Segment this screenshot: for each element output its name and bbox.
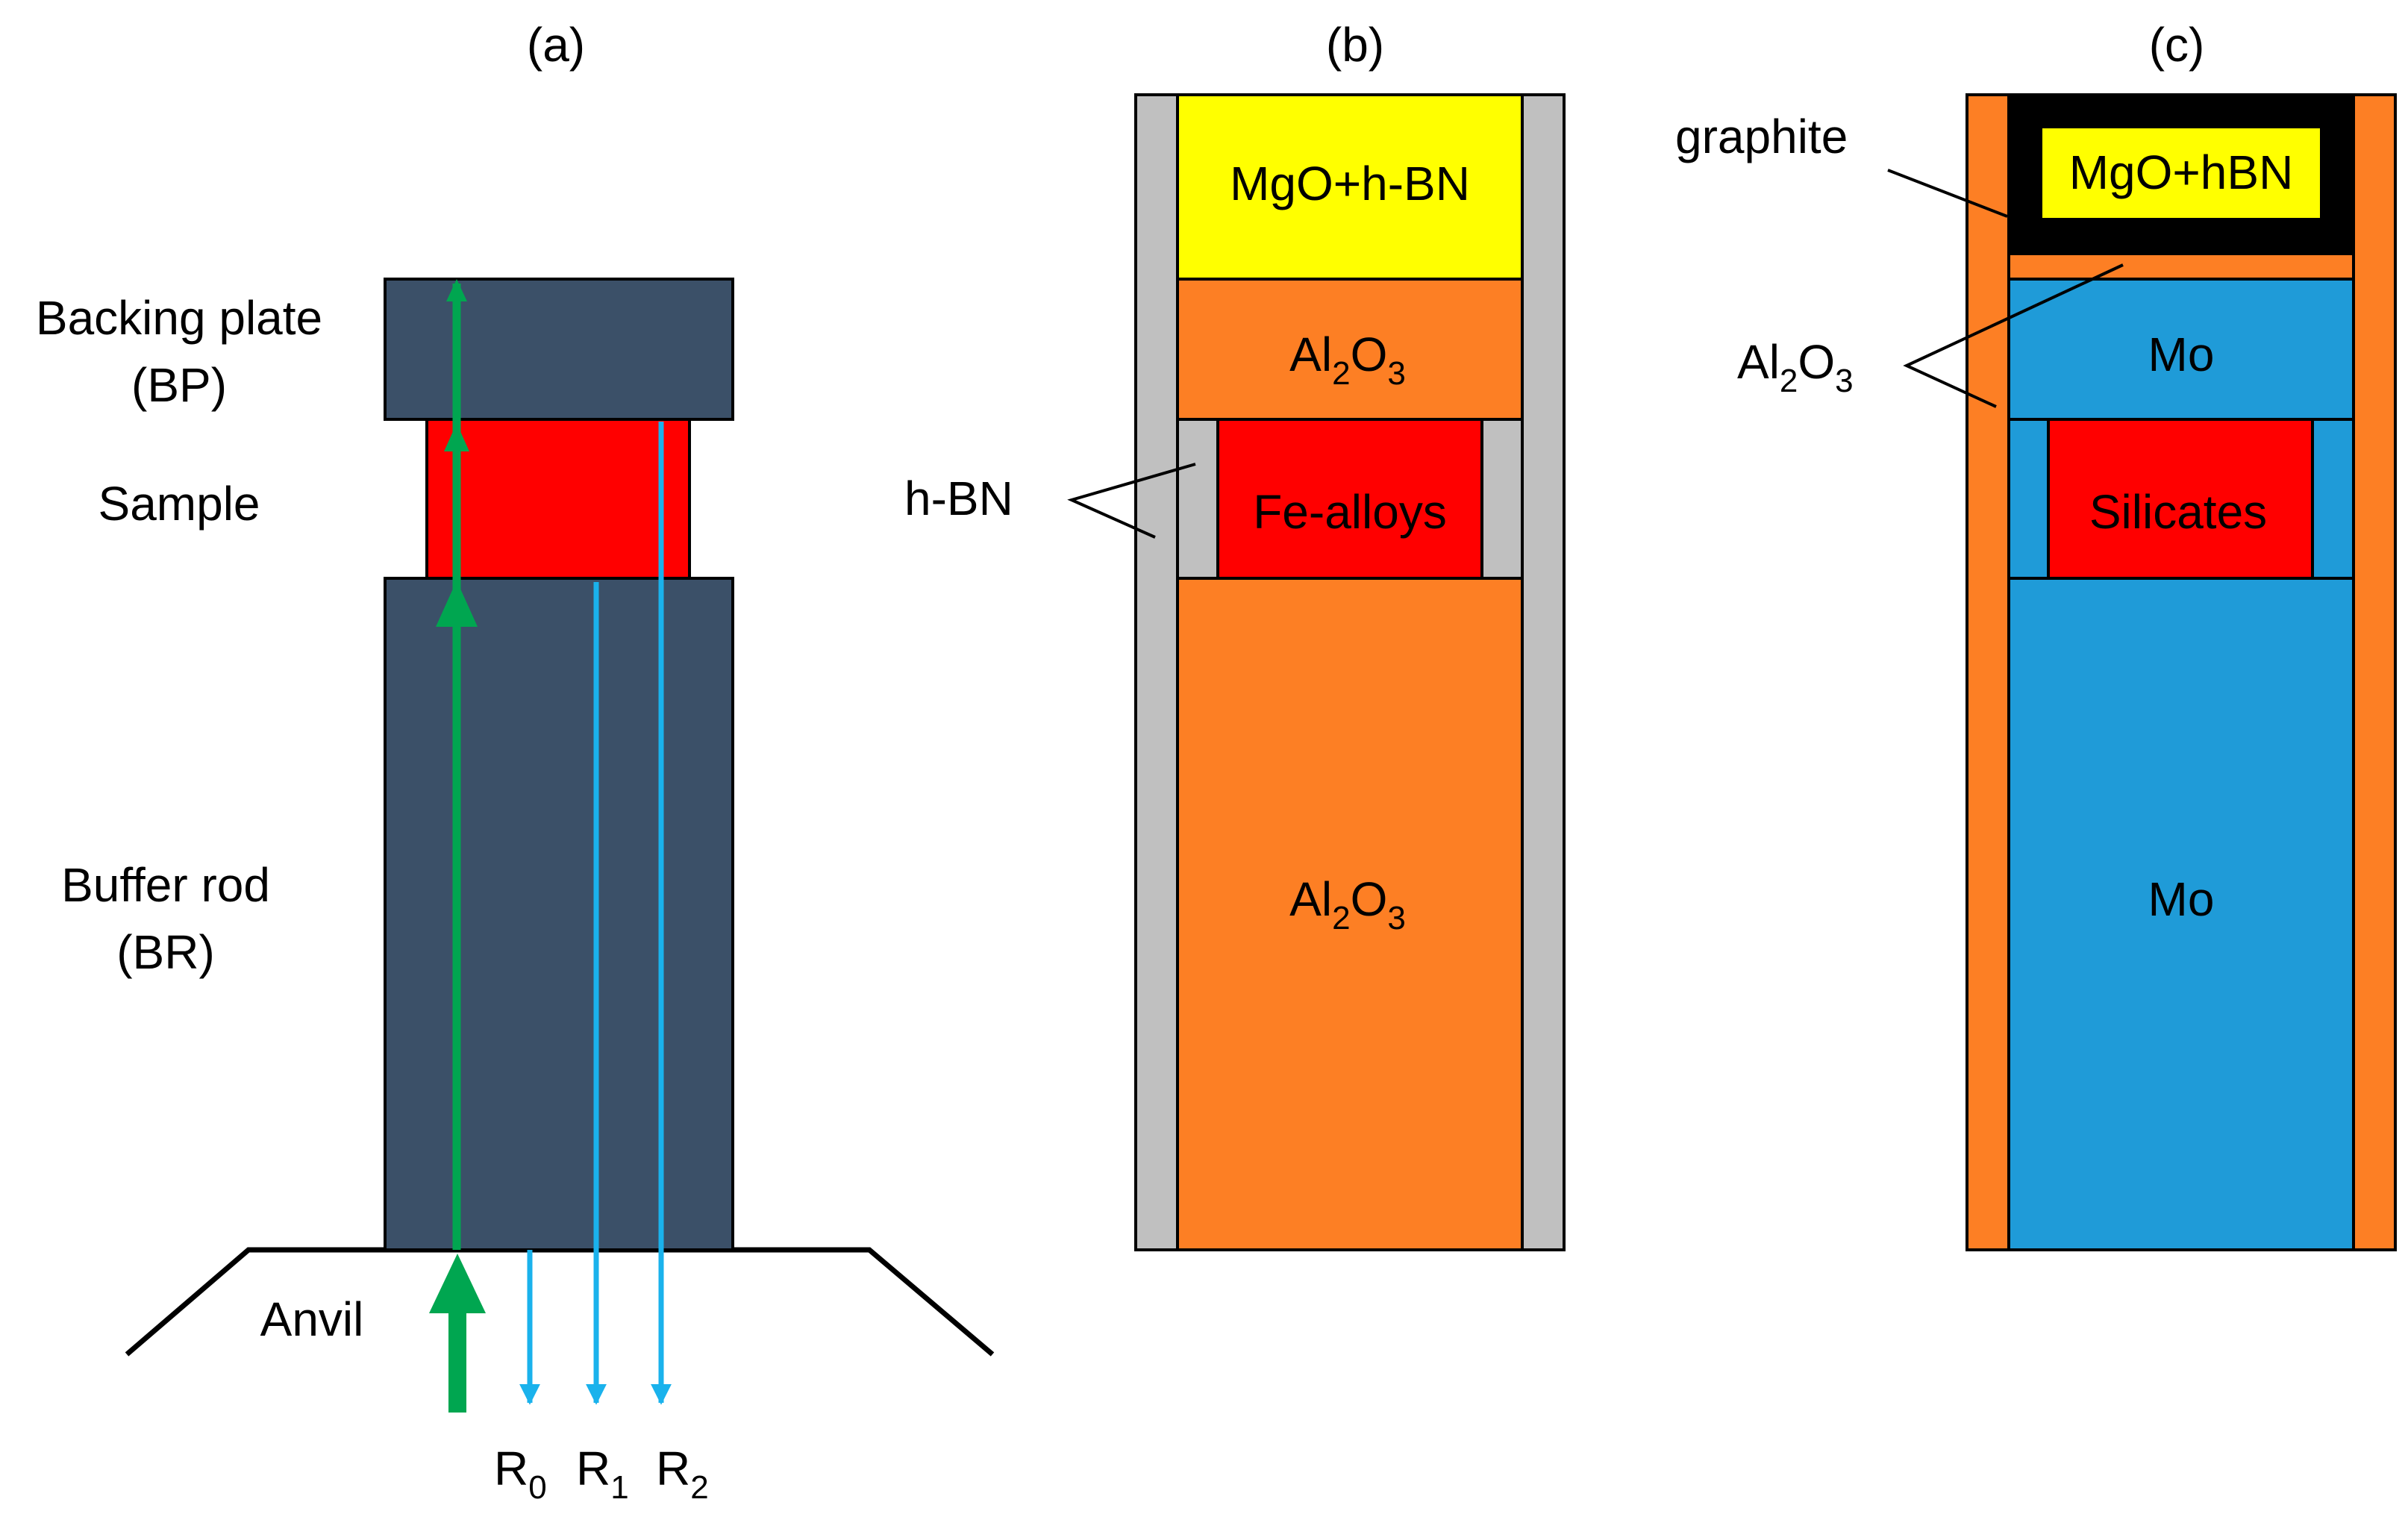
panel-b-tag: (b)	[1326, 18, 1384, 72]
anvil-label: Anvil	[260, 1292, 364, 1346]
panel-c: (c) MgO+hBN Mo Silicates Mo graphite Al2…	[1675, 18, 2397, 1251]
sample-label: Sample	[98, 477, 260, 531]
backing-plate	[384, 278, 734, 421]
alumina-callout-label: Al2O3	[1737, 335, 1854, 399]
alumina-upper-disk	[1176, 278, 1524, 421]
mo-lower-label: Mo	[2148, 872, 2215, 926]
backing-plate-label: Backing plate	[36, 291, 322, 345]
mgo-hbn-label: MgO+h-BN	[1230, 157, 1470, 210]
incident-arrowhead-sample	[444, 423, 469, 451]
mo-upper-disk	[2007, 278, 2355, 421]
fe-alloys-label: Fe-alloys	[1253, 485, 1447, 539]
echo-r0-label: R0	[494, 1442, 547, 1506]
graphite-callout-leader	[1887, 169, 2008, 218]
buffer-rod	[384, 577, 734, 1251]
panel-a-tag: (a)	[527, 18, 585, 72]
incident-pulse-arrowhead	[429, 1254, 486, 1313]
alumina-upper-label: Al2O3	[1289, 328, 1406, 392]
anvil-outline	[125, 1247, 995, 1357]
backing-plate-abbrev: (BP)	[131, 358, 227, 412]
buffer-rod-label: Buffer rod	[61, 858, 270, 912]
mo-lower-rod	[2007, 577, 2355, 1251]
echo-r2-label: R2	[656, 1442, 709, 1506]
buffer-rod-abbrev: (BR)	[116, 925, 215, 979]
panel-a: (a) Backing plate (BP) Sample Buffer rod…	[36, 18, 995, 1506]
alumina-thin-disk	[2007, 252, 2355, 281]
alumina-lower-rod	[1176, 577, 1524, 1251]
panel-b: (b) MgO+h-BN Al2O3 Fe-alloys Al2O3 h-BN	[904, 18, 1566, 1251]
mgo-hbn-plug	[1176, 93, 1524, 281]
hbn-callout-label: h-BN	[904, 472, 1013, 525]
fe-alloy-sample	[1216, 418, 1483, 580]
mgo-hbn-label-c: MgO+hBN	[2069, 146, 2294, 199]
silicates-label: Silicates	[2089, 485, 2267, 539]
mgo-hbn-plug-c	[2042, 128, 2320, 218]
incident-pulse-shaft	[448, 1306, 466, 1413]
alumina-lower-label: Al2O3	[1289, 872, 1406, 936]
mo-upper-label: Mo	[2148, 328, 2215, 381]
alumina-callout-leader	[1903, 263, 2124, 408]
hbn-callout-leader	[1067, 463, 1196, 539]
incident-arrowhead-bp	[446, 279, 467, 301]
sample-disk	[425, 418, 691, 580]
echo-r1-label: R1	[576, 1442, 629, 1506]
silicates-sample	[2047, 418, 2314, 580]
incident-arrowhead-br	[436, 581, 478, 627]
panel-c-tag: (c)	[2149, 18, 2205, 72]
graphite-callout-label: graphite	[1675, 110, 1848, 163]
